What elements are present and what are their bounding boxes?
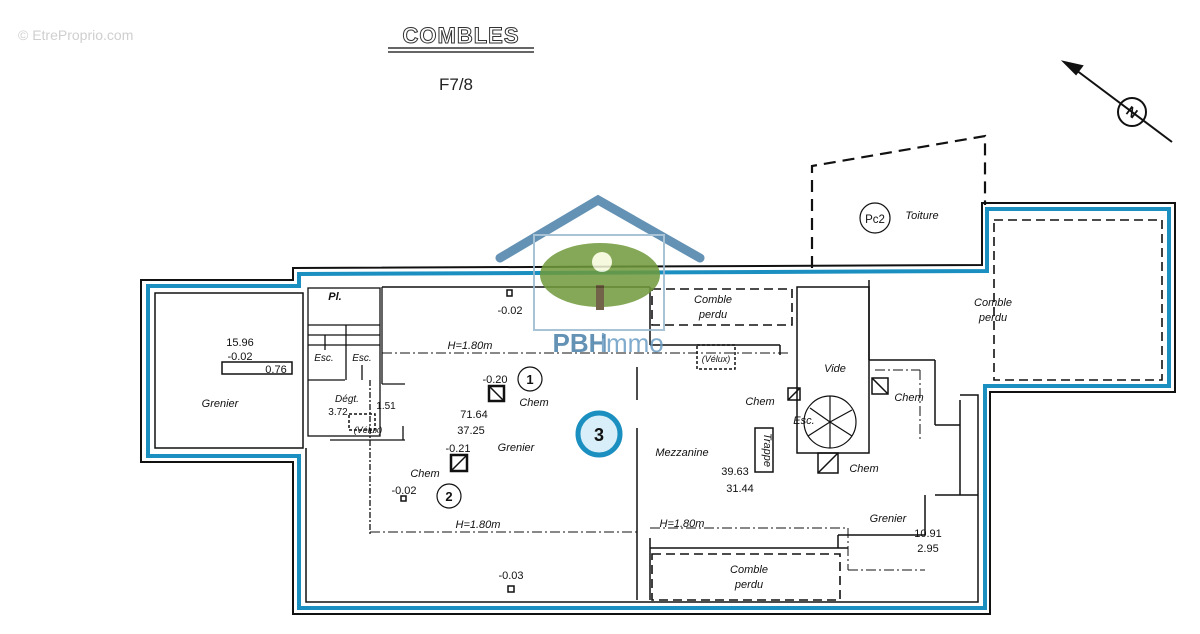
mezzanine-label: Mezzanine bbox=[655, 447, 708, 459]
height-label: H=1.80m bbox=[448, 340, 493, 352]
marker-2 bbox=[436, 483, 462, 509]
logo-brand-light: immo bbox=[600, 328, 664, 358]
vide-label: Vide bbox=[824, 363, 846, 375]
comble-label: perdu bbox=[698, 309, 727, 321]
watermark: © EtreProprio.com bbox=[18, 27, 134, 43]
chem-label: Chem bbox=[894, 392, 923, 404]
level-value: -0.20 bbox=[482, 374, 507, 386]
height-label: H=1.80m bbox=[456, 519, 501, 531]
area-value: 3.72 bbox=[328, 407, 348, 418]
chimney-icon bbox=[221, 289, 889, 593]
grenier-label: Grenier bbox=[202, 398, 240, 410]
toiture-outline bbox=[810, 134, 987, 268]
marker-1-label: 1 bbox=[526, 372, 533, 387]
comble-label: perdu bbox=[978, 312, 1007, 324]
level-value: -0.03 bbox=[498, 570, 523, 582]
level-value: -0.02 bbox=[227, 351, 252, 363]
esc-label: Esc. bbox=[793, 415, 814, 427]
chem-label: Chem bbox=[745, 396, 774, 408]
ceiling-lines bbox=[370, 352, 925, 571]
esc-label: Esc. bbox=[352, 353, 371, 364]
comble-label: perdu bbox=[734, 579, 763, 591]
comble-label: Comble bbox=[730, 564, 768, 576]
velux-label: (Vélux) bbox=[354, 425, 383, 435]
outer-wall bbox=[140, 202, 1176, 615]
trappe-label: Trappe bbox=[761, 433, 773, 467]
spiral-staircase-icon bbox=[803, 395, 857, 449]
wall-highlight bbox=[146, 207, 1171, 610]
chem-label: Chem bbox=[519, 397, 548, 409]
pc2-marker bbox=[859, 202, 891, 234]
area-value: 39.63 bbox=[721, 466, 749, 478]
logo-brand-bold: PBH bbox=[553, 328, 608, 358]
grenier-label: Grenier bbox=[870, 513, 908, 525]
chem-label: Chem bbox=[410, 468, 439, 480]
degagement-label: Dégt. bbox=[335, 394, 359, 405]
comble-label: Comble bbox=[694, 294, 732, 306]
marker-1 bbox=[517, 366, 543, 392]
velux-label: (Vélux) bbox=[702, 354, 731, 364]
north-label: N bbox=[1123, 103, 1141, 122]
comble-label: Comble bbox=[974, 297, 1012, 309]
staircase bbox=[307, 287, 405, 535]
plan-title: COMBLES bbox=[403, 23, 520, 48]
area-value: 0.76 bbox=[265, 364, 286, 376]
comble-dashed bbox=[651, 219, 1163, 601]
inner-wall bbox=[154, 292, 304, 449]
area-value: 2.95 bbox=[917, 543, 938, 555]
area-value: 71.64 bbox=[460, 409, 488, 421]
area-value: 15.96 bbox=[226, 337, 254, 349]
area-value: 37.25 bbox=[457, 425, 485, 437]
pbh-immo-logo: PBH immo bbox=[495, 194, 705, 358]
area-value: 31.44 bbox=[726, 483, 754, 495]
area-value: 1.51 bbox=[376, 401, 396, 412]
toiture-label: Toiture bbox=[905, 210, 938, 222]
area-value: 10.91 bbox=[914, 528, 942, 540]
level-value: -0.02 bbox=[391, 485, 416, 497]
grenier-label: Grenier bbox=[498, 442, 536, 454]
level-value: -0.21 bbox=[445, 443, 470, 455]
marker-3-label: 3 bbox=[594, 425, 604, 445]
level-value: -0.02 bbox=[497, 305, 522, 317]
height-label: H=1.80m bbox=[660, 518, 705, 530]
interior-walls bbox=[382, 280, 978, 600]
chem-label: Chem bbox=[849, 463, 878, 475]
esc-label: Esc. bbox=[314, 353, 333, 364]
north-arrow-icon: N bbox=[1060, 60, 1173, 143]
plan-subtitle: F7/8 bbox=[439, 75, 473, 94]
pc2-label: Pc2 bbox=[865, 214, 885, 226]
inner-wall bbox=[305, 394, 979, 603]
marker-3 bbox=[575, 410, 623, 458]
pl-label: Pl. bbox=[328, 291, 341, 303]
marker-2-label: 2 bbox=[445, 489, 452, 504]
